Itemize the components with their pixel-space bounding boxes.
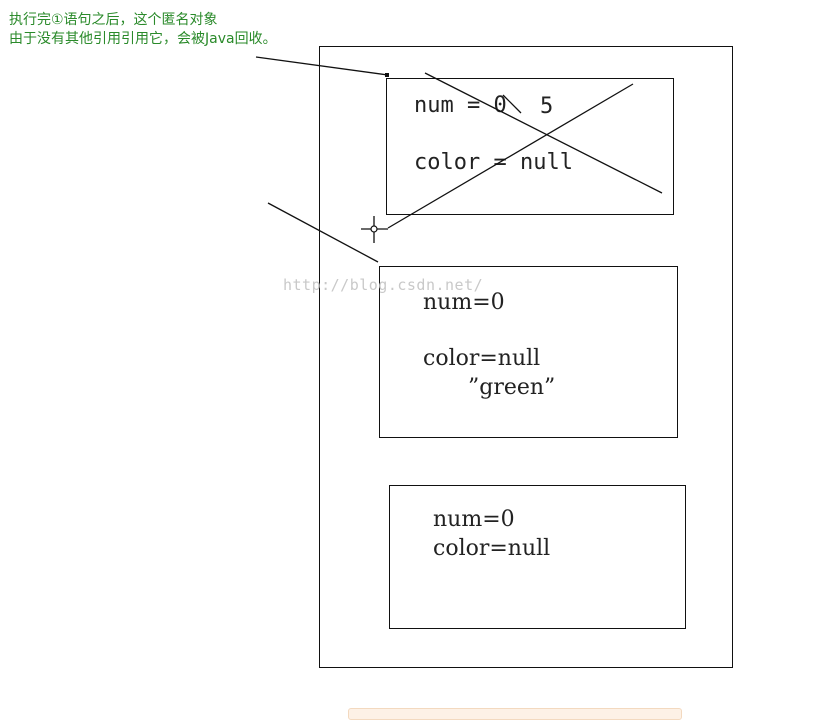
obj2-color-field: color=null bbox=[423, 346, 541, 371]
pointer-dot bbox=[385, 73, 389, 77]
obj3-color-field: color=null bbox=[433, 536, 551, 561]
object-box-3 bbox=[389, 485, 686, 629]
cross-line-2 bbox=[387, 83, 634, 229]
obj1-num-field: num = 0 bbox=[414, 93, 507, 118]
num-strike-line bbox=[502, 94, 522, 114]
annotation-pointer-line bbox=[255, 56, 389, 76]
obj1-color-field: color = null bbox=[414, 150, 573, 175]
annotation-line-1: 执行完①语句之后，这个匿名对象 bbox=[9, 12, 218, 28]
heap-memory-frame bbox=[319, 46, 733, 668]
object-box-2 bbox=[379, 266, 678, 438]
obj3-num-field: num=0 bbox=[433, 507, 515, 532]
gc-annotation: 执行完①语句之后，这个匿名对象 由于没有其他引用引用它，会被Java回收。 bbox=[9, 11, 277, 49]
reference-line bbox=[267, 202, 379, 263]
bottom-bar bbox=[348, 708, 682, 720]
watermark: http://blog.csdn.net/ bbox=[283, 276, 484, 294]
obj2-color-new-value: ”green” bbox=[468, 375, 556, 400]
cross-line-1 bbox=[424, 72, 663, 194]
obj1-num-new-value: 5 bbox=[540, 94, 554, 119]
annotation-line-2: 由于没有其他引用引用它，会被Java回收。 bbox=[9, 31, 277, 47]
crosshair-cursor-icon bbox=[361, 216, 388, 243]
obj2-num-field: num=0 bbox=[423, 290, 505, 315]
anonymous-object-box bbox=[386, 78, 674, 215]
